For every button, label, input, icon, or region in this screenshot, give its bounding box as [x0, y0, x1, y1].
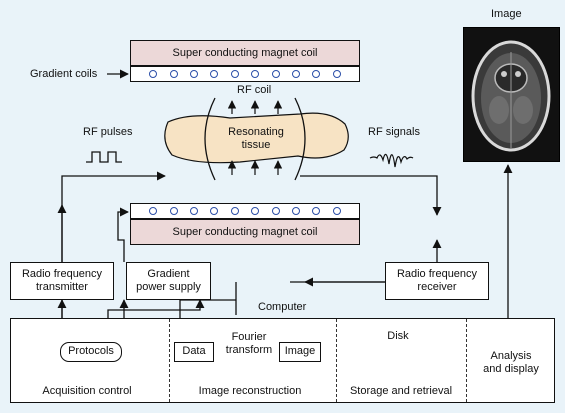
tissue-label-line1: Resonating	[228, 126, 284, 138]
data-label: Data	[182, 345, 206, 358]
bottom-gradient-coil-row	[130, 203, 360, 219]
rf-transmitter-line2: transmitter	[36, 281, 88, 293]
rf-signals-waveform	[369, 153, 414, 168]
coil-dot-icon	[230, 207, 239, 215]
protocols-label: Protocols	[68, 345, 114, 358]
rf-coil-label: RF coil	[237, 84, 272, 96]
section-divider	[336, 319, 337, 402]
disk-label: Disk	[387, 330, 409, 342]
image-box-label: Image	[284, 345, 316, 358]
tissue-body	[164, 112, 349, 164]
section-divider	[466, 319, 467, 402]
coil-dot-icon	[332, 207, 341, 215]
fourier-transform-label: Fourier transform	[222, 331, 276, 356]
coil-dot-icon	[210, 207, 219, 215]
coil-dot-icon	[271, 207, 280, 215]
gradient-power-supply-box: Gradient power supply	[126, 262, 211, 300]
top-magnet-coil: Super conducting magnet coil	[130, 40, 360, 66]
data-box: Data	[174, 342, 214, 362]
coil-dot-icon	[251, 207, 260, 215]
analysis-display-label: Analysis and display	[470, 350, 552, 375]
fourier-line1: Fourier	[231, 331, 267, 343]
coil-dot-icon	[189, 70, 198, 78]
top-gradient-coil-row	[130, 66, 360, 82]
coil-dot-icon	[230, 70, 239, 78]
coil-dot-icon	[149, 207, 158, 215]
coil-dot-icon	[149, 70, 158, 78]
coil-dot-icon	[189, 207, 198, 215]
coil-dot-icon	[312, 207, 321, 215]
rf-signals-label: RF signals	[368, 126, 420, 138]
brain-scan-graphic	[471, 40, 551, 152]
gradient-power-line1: Gradient	[147, 267, 190, 280]
rf-coil-right-arc	[294, 97, 306, 181]
coil-dot-icon	[251, 70, 260, 78]
top-magnet-coil-label: Super conducting magnet coil	[172, 47, 318, 59]
brain-scan-image	[463, 27, 560, 162]
coil-dot-icon	[291, 207, 300, 215]
fourier-line2: transform	[225, 343, 273, 356]
protocols-box: Protocols	[60, 342, 122, 362]
coil-dot-icon	[291, 70, 300, 78]
tissue-label-line2: tissue	[241, 138, 271, 151]
analysis-line1: Analysis	[490, 350, 532, 362]
rf-transmitter-box: Radio frequency transmitter	[10, 262, 114, 300]
gradient-coils-label: Gradient coils	[30, 68, 98, 80]
coil-dot-icon	[169, 207, 178, 215]
rf-receiver-box: Radio frequency receiver	[385, 262, 489, 300]
computer-label: Computer	[258, 301, 307, 313]
rf-receiver-line1: Radio frequency	[396, 267, 478, 280]
coil-dot-icon	[210, 70, 219, 78]
coil-dot-icon	[332, 70, 341, 78]
rf-coil-left-arc	[204, 97, 216, 181]
bottom-magnet-coil-label: Super conducting magnet coil	[172, 226, 318, 238]
coil-dot-icon	[169, 70, 178, 78]
rf-pulses-waveform	[86, 151, 122, 163]
image-title: Image	[491, 8, 522, 20]
acquisition-control-label: Acquisition control	[42, 385, 132, 397]
image-reconstruction-label: Image reconstruction	[198, 385, 302, 397]
tissue-label: Resonating tissue	[210, 126, 302, 151]
rf-receiver-line2: receiver	[417, 281, 457, 293]
section-divider	[169, 319, 170, 402]
rf-pulses-label: RF pulses	[83, 126, 133, 138]
rf-coil-field-arrows	[227, 100, 283, 175]
coil-dot-icon	[271, 70, 280, 78]
rf-transmitter-line1: Radio frequency	[21, 267, 103, 280]
coil-dot-icon	[312, 70, 321, 78]
storage-retrieval-label: Storage and retrieval	[349, 385, 453, 397]
gradient-power-line2: power supply	[136, 281, 201, 293]
bottom-magnet-coil: Super conducting magnet coil	[130, 219, 360, 245]
analysis-line2: and display	[483, 362, 539, 375]
image-box: Image	[279, 342, 321, 362]
